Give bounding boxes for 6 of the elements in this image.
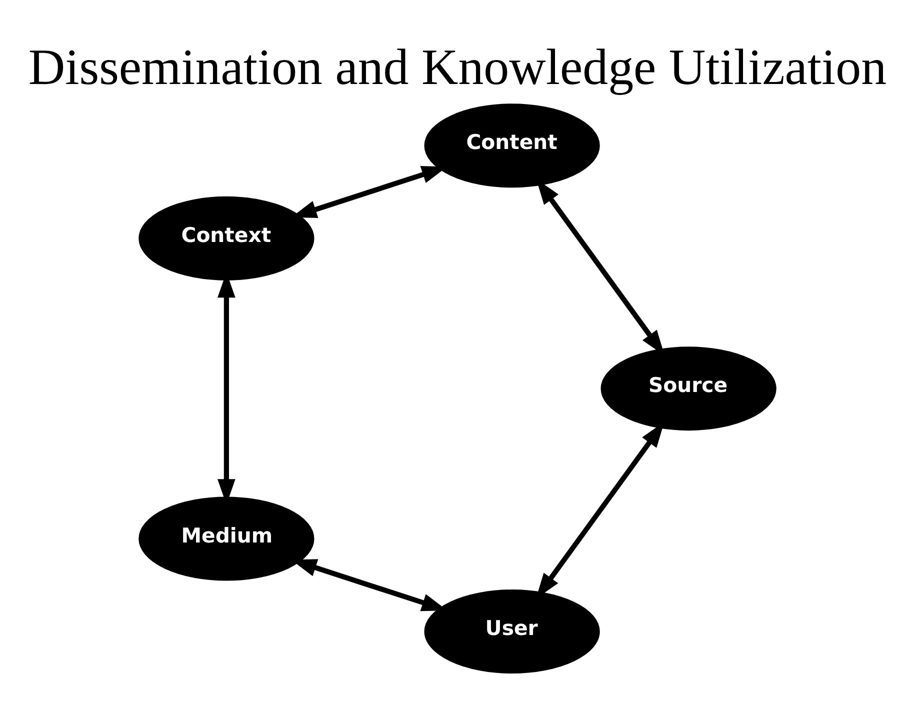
node-ellipse: Source: [600, 346, 776, 430]
node-ellipse: Context: [138, 196, 314, 280]
node-ellipse: User: [424, 589, 600, 674]
node-ellipse: Content: [424, 103, 600, 188]
diagram-title: Dissemination and Knowledge Utilization: [28, 39, 887, 96]
node-ellipse: Medium: [138, 496, 314, 580]
